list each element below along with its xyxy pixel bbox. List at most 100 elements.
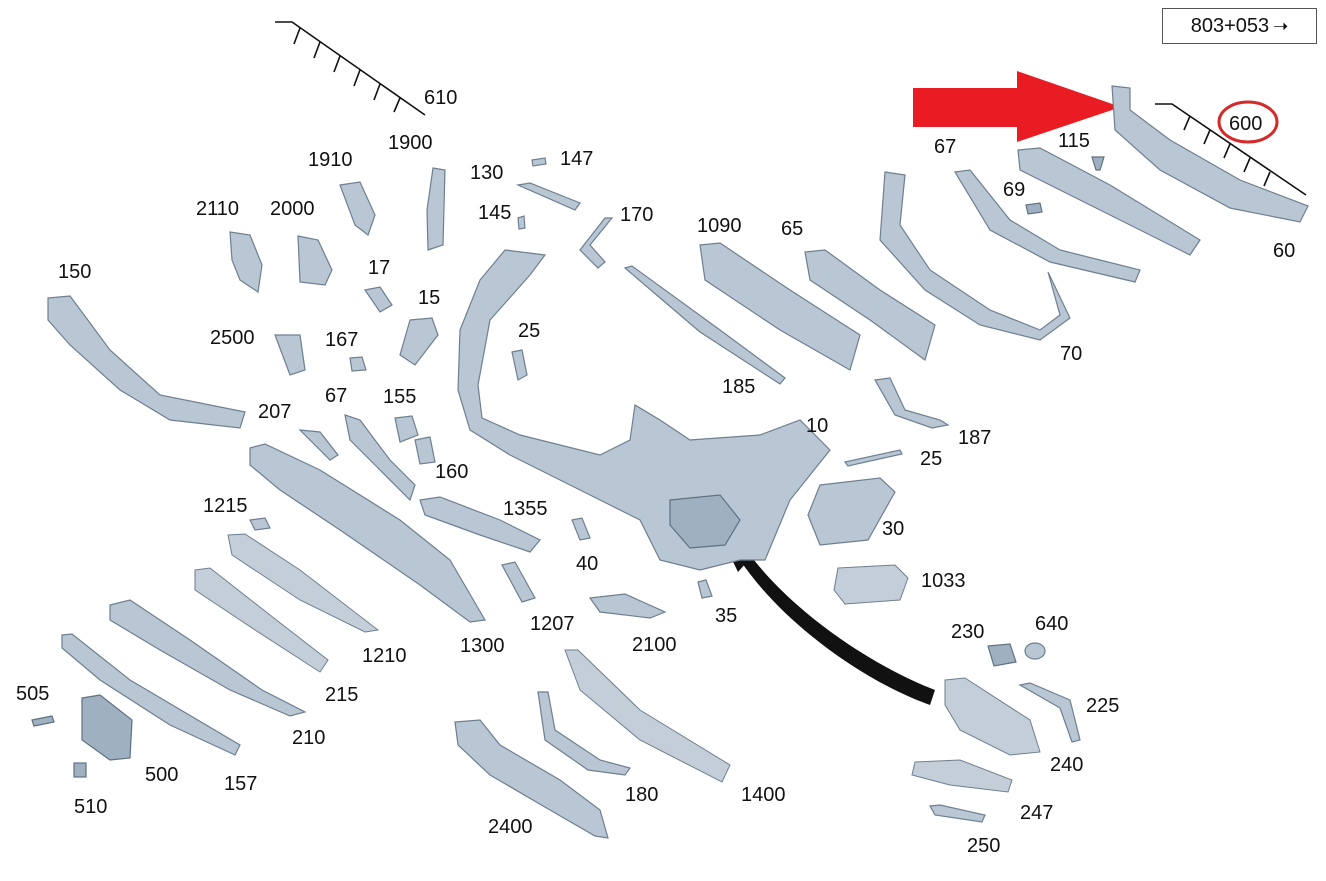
part-label-147: 147 [560,148,593,170]
part-label-1910: 1910 [308,149,353,171]
part-10-fog-opening [669,494,741,549]
part-160 [414,436,436,465]
part-187 [874,377,950,429]
reference-box: 803+053 ➝ [1162,8,1317,44]
part-500 [81,694,133,761]
part-247 [911,759,1013,793]
part-1207 [501,561,536,603]
part-label-1215: 1215 [203,495,248,517]
part-label-1355: 1355 [503,498,548,520]
part-17 [363,286,393,313]
part-1400 [564,649,731,783]
part-label-1900: 1900 [388,132,433,154]
part-215 [194,567,329,673]
part-10-bumper-cover [457,249,831,571]
part-label-215: 215 [325,684,358,706]
part-label-65: 65 [781,218,803,240]
part-167 [349,356,367,372]
part-label-155: 155 [383,386,416,408]
part-185 [623,265,786,385]
part-40 [571,517,591,541]
part-1033 [833,564,909,605]
part-label-40: 40 [576,553,598,575]
part-210 [109,599,307,717]
part-130 [515,182,581,211]
part-1210 [227,533,380,633]
part-label-2110: 2110 [196,198,239,220]
part-30 [807,477,896,546]
part-label-70: 70 [1060,343,1082,365]
part-label-67: 67 [934,136,956,158]
part-2400 [454,719,609,839]
part-label-69: 69 [1003,179,1025,201]
ruler-610 [275,21,426,116]
part-label-1300: 1300 [460,635,505,657]
black-pointer-arrow [725,545,935,705]
part-157 [61,633,241,756]
part-label-500: 500 [145,764,178,786]
part-1300 [249,443,486,623]
part-label-187: 187 [958,427,991,449]
part-2500 [274,334,306,376]
part-230 [987,643,1017,667]
part-2100 [588,593,667,619]
part-150 [47,295,246,429]
part-label-240: 240 [1050,754,1083,776]
part-147 [531,157,547,167]
part-label-1210: 1210 [362,645,407,667]
part-1910 [339,181,376,236]
part-label-1400: 1400 [741,784,786,806]
part-label-225: 225 [1086,695,1119,717]
part-label-15: 15 [418,287,440,309]
part-15 [399,317,439,366]
highlight-circle [1217,100,1279,144]
part-label-30: 30 [882,518,904,540]
part-label-510: 510 [74,796,107,818]
part-240 [944,677,1041,756]
part-label-505: 505 [16,683,49,705]
part-label-250: 250 [967,835,1000,857]
part-69-bolt [1025,202,1043,215]
part-170 [579,217,614,269]
part-label-2400: 2400 [488,816,533,838]
part-69 [954,169,1141,283]
part-67-right [879,171,1071,341]
part-label-157: 157 [224,773,257,795]
part-label-600-highlighted: 600 [1229,113,1262,135]
part-207 [298,429,339,461]
part-label-25: 25 [920,448,942,470]
part-label-170: 170 [620,204,653,226]
part-label-35: 35 [715,605,737,627]
part-2000 [297,235,333,286]
part-115-bolt [1091,156,1105,171]
part-label-2500: 2500 [210,327,255,349]
part-label-640: 640 [1035,613,1068,635]
part-label-160: 160 [435,461,468,483]
part-label-247: 247 [1020,802,1053,824]
part-35 [697,579,713,599]
part-65 [804,249,936,361]
part-1900 [426,167,446,251]
part-label-210: 210 [292,727,325,749]
part-label-10: 10 [806,415,828,437]
part-155 [394,415,419,443]
part-180 [537,691,631,776]
right-arrow-icon: ➝ [1273,15,1289,36]
ruler-600 [1155,103,1307,196]
part-225 [1018,682,1081,743]
part-label-167: 167 [325,329,358,351]
part-label-2000: 2000 [270,198,315,220]
part-640 [1024,642,1046,660]
part-label-1090: 1090 [697,215,742,237]
part-label-60: 60 [1273,240,1295,262]
part-67-left [344,414,416,502]
part-label-150: 150 [58,261,91,283]
part-label-130: 130 [470,162,503,184]
part-1090 [699,242,861,371]
part-1355 [419,496,541,553]
part-145 [517,215,526,230]
part-label-610: 610 [424,87,457,109]
part-label-180: 180 [625,784,658,806]
